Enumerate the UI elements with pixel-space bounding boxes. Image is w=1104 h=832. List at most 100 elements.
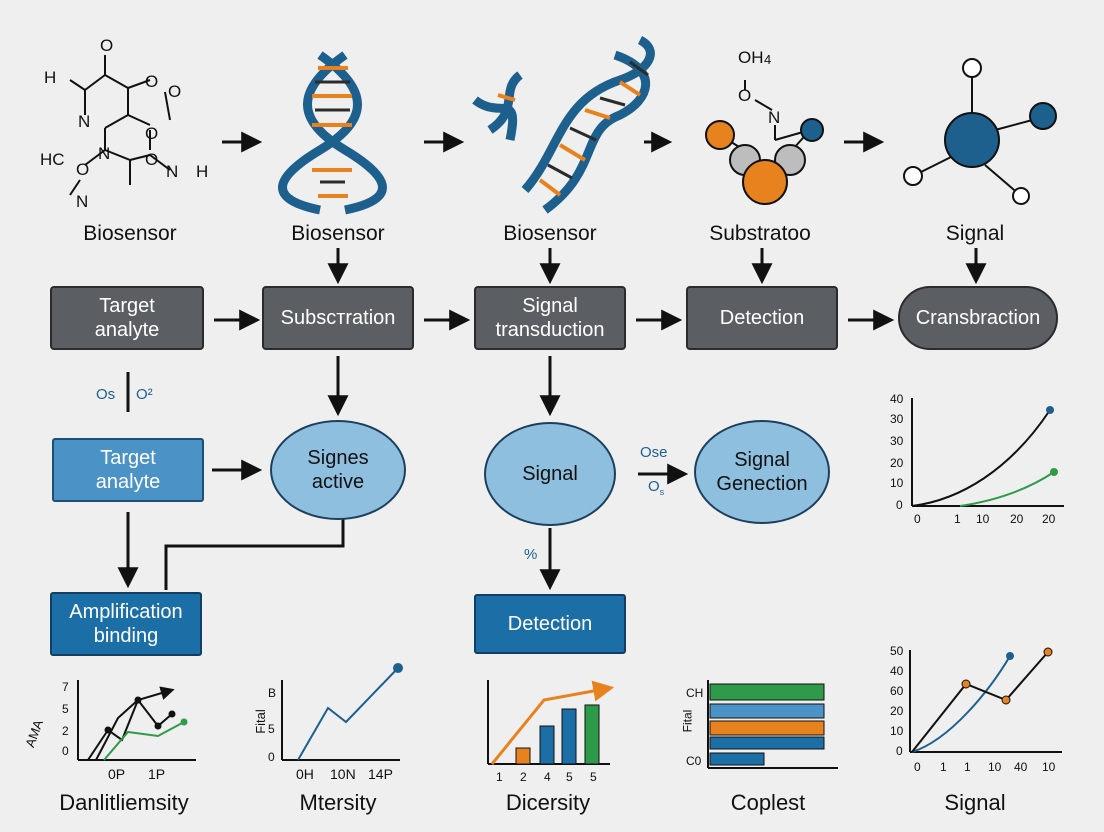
tick-label: 10 (988, 760, 1002, 774)
mol-atom: O (738, 86, 752, 105)
bottom-label-3: Dicersity (505, 790, 591, 815)
signal-molecule-icon (903, 58, 1057, 205)
tick-label: 4 (544, 770, 551, 784)
os-small-label: Os (648, 478, 665, 497)
mol-atom: N (98, 144, 111, 163)
mol-atom: O (168, 82, 182, 101)
tick-label: 0 (896, 744, 903, 758)
os-label: Os (96, 386, 116, 403)
tick-label: 1 (940, 760, 947, 774)
top-row-arrows (222, 131, 987, 285)
mol-atom: N (768, 108, 781, 127)
mol-atom: N (76, 192, 89, 211)
tick-label: 0P (108, 766, 126, 782)
tick-label: 10 (890, 476, 904, 490)
tick-label: 14P (368, 766, 393, 782)
mol-atom: O (76, 160, 90, 179)
chart-point (1046, 406, 1054, 414)
chart-point (1050, 468, 1058, 476)
mol-atom: HC (40, 150, 65, 169)
o2-label: O² (136, 386, 153, 403)
row2-arrows (126, 309, 895, 417)
amplification-binding-box[interactable]: Amplification binding (50, 592, 202, 656)
signal-transduction-box[interactable]: Signal transduction (474, 286, 626, 350)
tick-label: 5 (590, 770, 597, 784)
tick-label: 1 (954, 512, 961, 526)
mol-atom: N (166, 162, 179, 181)
row3-arrows (117, 459, 689, 591)
top-label-biosensor-3: Biosensor (503, 222, 597, 245)
tick-label: CH (686, 686, 704, 700)
tick-label: 10 (976, 512, 990, 526)
axis-label: Fital (252, 709, 268, 734)
top-label-biosensor-1: Biosensor (83, 222, 177, 245)
tick-label: 20 (1010, 512, 1024, 526)
tick-label: 5 (566, 770, 573, 784)
tick-label: 0 (914, 760, 921, 774)
tick-label: 1 (496, 770, 503, 784)
tick-label: 10 (890, 724, 904, 738)
signal-node[interactable]: Signal (484, 422, 616, 526)
mol-atom: N (78, 112, 91, 131)
tick-label: C0 (686, 754, 702, 768)
tick-label: 1 (964, 760, 971, 774)
signes-active-node[interactable]: Signes active (270, 420, 406, 520)
bottom-label-1: Danlitliemsity (59, 790, 189, 815)
tick-label: 60 (890, 684, 904, 698)
ose-label: Ose (640, 444, 668, 461)
substration-box[interactable]: Subsстration (262, 286, 414, 350)
chart-bottom-1 (77, 680, 196, 761)
tick-label: 20 (1042, 512, 1056, 526)
tick-label: 5 (268, 722, 275, 736)
tick-label: 40 (1014, 760, 1028, 774)
chart-bottom-3 (487, 680, 615, 765)
mol-atom: OH (738, 48, 764, 67)
dna-helix-icon (278, 51, 387, 215)
mol-atom: O (145, 124, 159, 143)
tick-label: 2 (62, 724, 69, 738)
bottom-label-5: Signal (944, 790, 1006, 815)
detection-box-bottom[interactable]: Detection (474, 594, 626, 654)
tick-label: 1P (148, 766, 166, 782)
tick-label: 7 (62, 680, 69, 694)
tick-label: 30 (890, 412, 904, 426)
tick-label: 0 (62, 744, 69, 758)
tick-label: 0H (296, 766, 314, 782)
mol-atom: H (44, 68, 57, 87)
tick-label: 0 (896, 498, 903, 512)
tick-label: 2 (520, 770, 527, 784)
target-analyte-box[interactable]: Target analyte (50, 286, 204, 350)
tick-label: 0 (268, 750, 275, 764)
tick-label: 50 (890, 644, 904, 658)
chart-bottom-5 (909, 647, 1062, 753)
chart-right-top (911, 398, 1064, 507)
mol-atom: H (196, 162, 209, 181)
tick-label: 20 (890, 456, 904, 470)
bottom-label-4: Coplest (730, 790, 806, 815)
top-label-substratoo: Substratoo (709, 222, 811, 245)
axis-label: Fital (680, 709, 695, 733)
tick-label: 40 (890, 392, 904, 406)
chart-bottom-2 (281, 663, 403, 761)
tick-label: 30 (890, 434, 904, 448)
mol-atom: O (145, 150, 159, 169)
detection-box-top[interactable]: Detection (686, 286, 838, 350)
percent-label: % (524, 546, 538, 563)
cransbraction-box[interactable]: Cransbraction (898, 286, 1058, 350)
chart-bottom-4 (707, 680, 838, 769)
top-label-signal: Signal (945, 222, 1005, 245)
tick-label: 10 (1042, 760, 1056, 774)
tick-label: 40 (890, 664, 904, 678)
tick-label: B (268, 686, 277, 700)
tick-label: 20 (890, 704, 904, 718)
target-analyte-box-2[interactable]: Target analyte (52, 438, 204, 502)
molecule-1-icon (69, 55, 171, 196)
top-label-biosensor-2: Biosensor (291, 222, 385, 245)
dna-double-helix-icon (472, 35, 655, 214)
bottom-label-2: Mtersity (299, 790, 377, 815)
tick-label: 10N (330, 766, 356, 782)
signal-genection-node[interactable]: Signal Genection (694, 420, 830, 524)
mol-atom: O (100, 36, 114, 55)
mol-atom: 4 (764, 52, 772, 67)
